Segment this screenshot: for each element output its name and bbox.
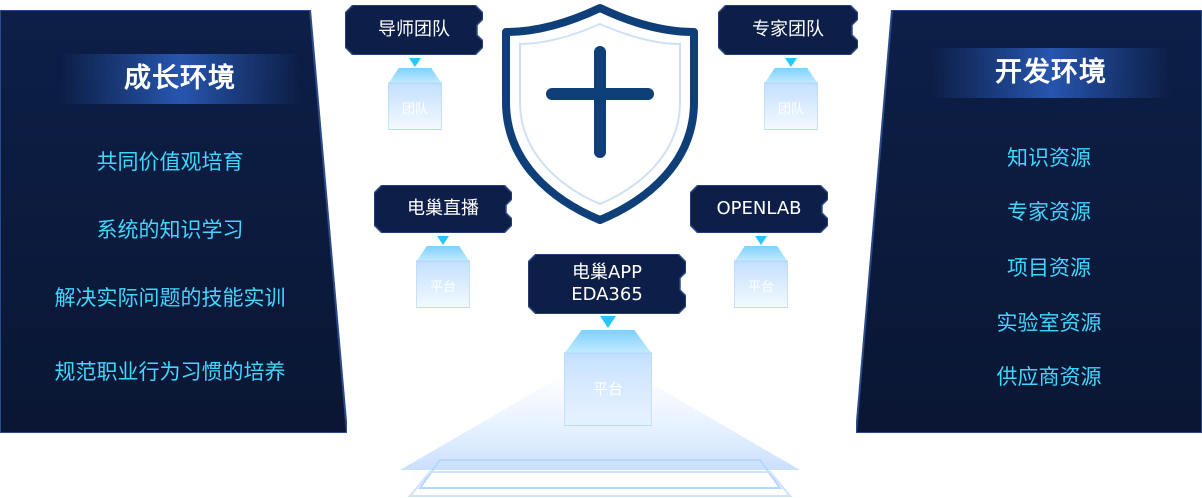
list-item: 知识资源 [1007,146,1091,170]
arrow-down-icon [785,58,797,67]
arrow-down-icon [755,236,767,245]
list-item: 项目资源 [1007,256,1091,280]
tag-mentor-team: 导师团队 [345,5,483,55]
panel-title: 开发环境 [931,48,1171,98]
team-cube: 团队 [760,58,822,130]
growth-list: 共同价值观培育 系统的知识学习 解决实际问题的技能实训 规范职业行为习惯的培养 [0,10,340,433]
tag-openlab: OPENLAB [690,185,828,233]
panel-background [0,10,347,433]
list-item: 共同价值观培育 [96,150,244,174]
cube-label: 平台 [429,280,456,295]
list-item: 供应商资源 [996,365,1102,389]
platform-cube: 平台 [730,236,792,308]
list-item: 解决实际问题的技能实训 [54,286,286,310]
arrow-down-icon [409,58,421,67]
list-item: 系统的知识学习 [96,218,244,242]
tag-live-stream: 电巢直播 [374,185,512,233]
tag-label: 电巢APP EDA365 [571,262,643,305]
cube-label: 团队 [401,102,428,117]
cube-label: 平台 [592,380,623,398]
tag-label: 专家团队 [752,19,824,40]
cube-label: 平台 [747,280,774,295]
list-item: 规范职业行为习惯的培养 [54,360,286,384]
tag-label: 导师团队 [378,19,450,40]
resource-list: 知识资源 专家资源 项目资源 实验室资源 供应商资源 [856,10,1202,433]
tag-label: OPENLAB [716,198,802,219]
cube-label: 团队 [777,102,804,117]
tag-label: 电巢直播 [407,198,479,219]
arrow-down-icon [437,236,449,245]
tag-expert-team: 专家团队 [718,5,858,55]
tag-app: 电巢APP EDA365 [528,254,686,314]
team-cube: 团队 [384,58,446,130]
list-item: 实验室资源 [996,311,1102,335]
arrow-down-icon [600,316,616,328]
list-item: 专家资源 [1007,200,1091,224]
center-platform-cube: 平台 [560,316,656,426]
platform-cube: 平台 [412,236,474,308]
development-environment-panel: 开发环境 知识资源 专家资源 项目资源 实验室资源 供应商资源 [856,10,1202,433]
panel-background [856,10,1202,433]
panel-title: 成长环境 [60,54,300,104]
shield-plus-icon [502,4,698,224]
growth-environment-panel: 成长环境 共同价值观培育 系统的知识学习 解决实际问题的技能实训 规范职业行为习… [0,10,347,433]
